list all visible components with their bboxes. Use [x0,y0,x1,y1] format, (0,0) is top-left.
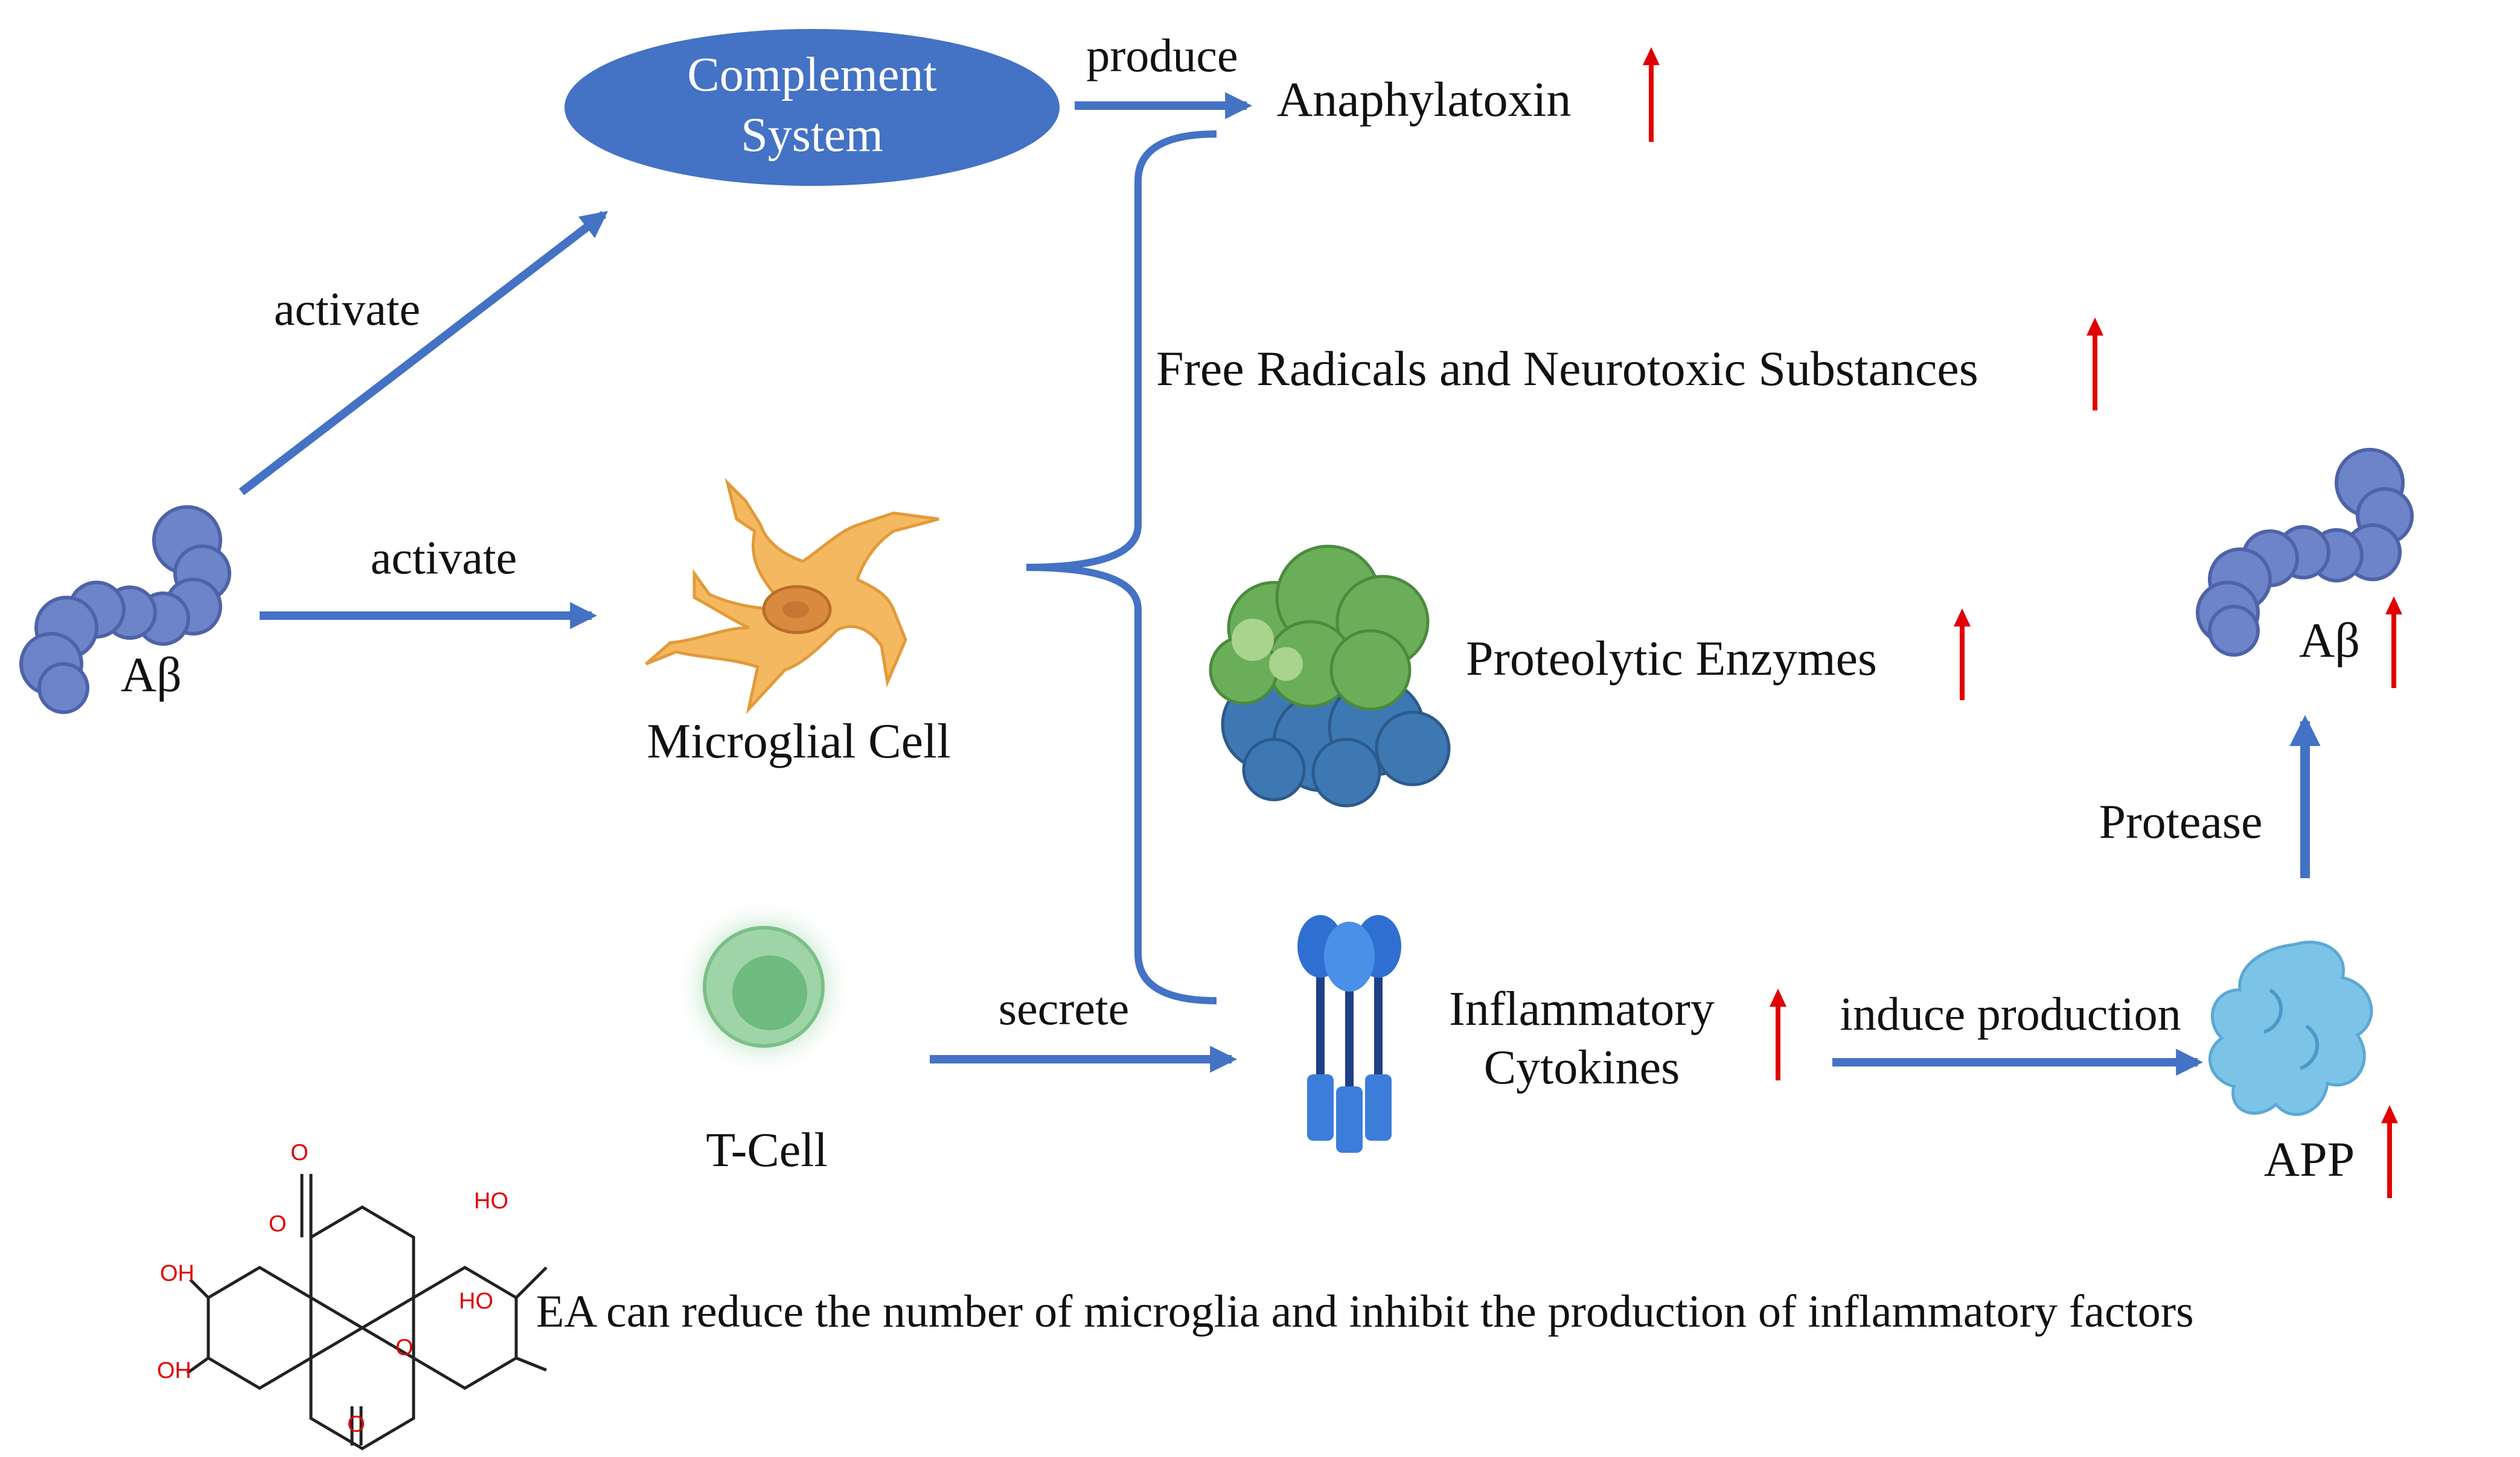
cytokines-increase-arrow-icon [1770,989,1786,1080]
atom-o-ring-right: O [395,1335,414,1360]
abeta-left-icon [19,505,231,714]
anaphylatoxin-increase-arrow-icon [1643,47,1660,142]
proteolytic-enzyme-icon [1209,544,1451,808]
free-radicals-increase-arrow-icon [2087,317,2103,410]
produce-arrow: produce [1075,29,1252,120]
ellagic-acid-molecule-icon [186,1174,548,1450]
cytokine-receptor-icon [1297,915,1401,1153]
footer-note: EA can reduce the number of microglia an… [536,1286,2194,1337]
atom-ho-upper: HO [474,1188,508,1214]
abeta-increase-arrow-icon [2385,596,2402,688]
activate-complement-label: activate [274,282,421,335]
activate-complement-arrow: activate [238,211,609,496]
anaphylatoxin-label: Anaphylatoxin [1277,72,1571,127]
atom-oh-lower: OH [157,1358,191,1383]
t-cell-label: T-Cell [706,1124,827,1177]
proteolytic-increase-arrow-icon [1954,608,1971,700]
abeta-right-label: Aβ [2299,613,2360,668]
ellagic-acid-atom-labels: O O HO HO OH OH O O [157,1140,508,1437]
microglial-cell-icon [645,477,939,715]
brace-bracket [1026,130,1217,1004]
complement-label-line1: Complement [687,48,936,101]
proteolytic-enzymes-label: Proteolytic Enzymes [1466,631,1877,686]
abeta-right-icon [2196,448,2414,657]
microglial-cell-label: Microglial Cell [647,713,950,768]
t-cell-icon [673,896,854,1077]
protease-arrow: Protease [2099,715,2321,878]
secrete-arrow: secrete [930,982,1237,1073]
app-label: APP [2264,1132,2355,1187]
inflammatory-cytokines-label-line1: Inflammatory [1449,983,1715,1036]
atom-o-top: O [290,1140,309,1165]
induce-production-label: induce production [1840,987,2181,1040]
activate-microglia-label: activate [371,531,517,584]
induce-production-arrow: induce production [1832,987,2203,1076]
activate-microglia-arrow: activate [260,531,597,630]
inflammatory-cytokines-label-line2: Cytokines [1484,1041,1680,1094]
free-radicals-label: Free Radicals and Neurotoxic Substances [1156,341,1978,396]
secrete-label: secrete [999,982,1129,1035]
complement-system-node: Complement System [564,29,1060,186]
produce-label: produce [1086,29,1238,81]
abeta-left-label: Aβ [121,647,182,702]
protease-label: Protease [2099,795,2262,849]
app-protein-icon [2208,940,2373,1116]
atom-ho-lower: HO [459,1289,493,1314]
app-increase-arrow-icon [2381,1105,2398,1198]
atom-o-bottom: O [347,1412,365,1437]
complement-label-line2: System [741,109,883,162]
atom-o-ring-left: O [269,1211,287,1237]
atom-oh-upper: OH [160,1261,194,1286]
